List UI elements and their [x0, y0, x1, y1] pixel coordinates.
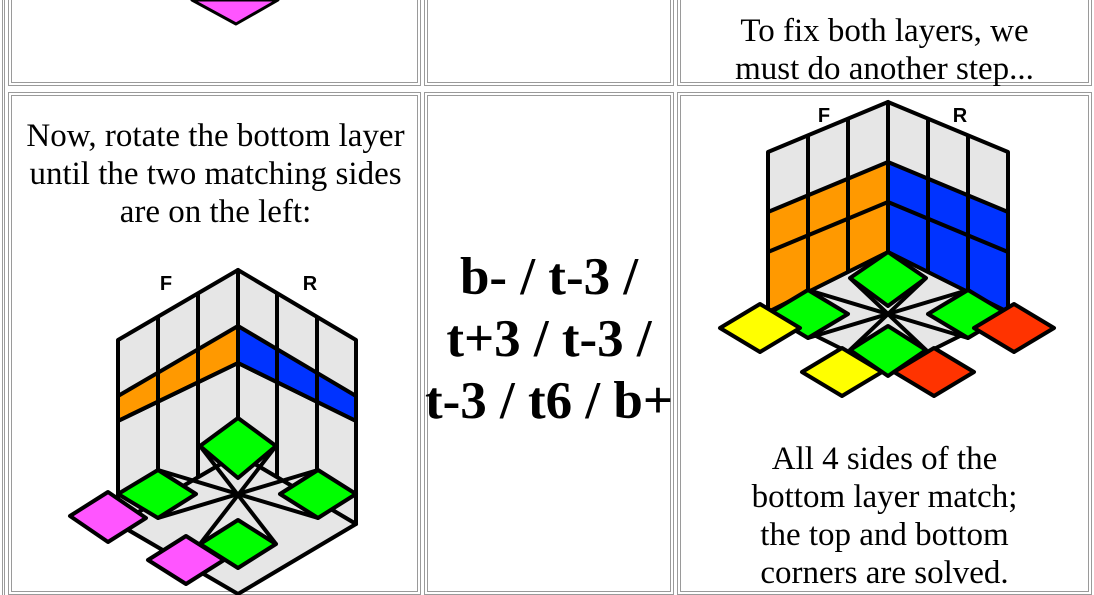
- caption-line: All 4 sides of the: [771, 441, 998, 477]
- caption-line: the top and bottom: [760, 517, 1009, 553]
- instruction-line: Now, rotate the bottom layer: [26, 118, 405, 154]
- cell-top-left: [8, 0, 421, 86]
- instruction-line: until the two matching sides: [29, 156, 402, 192]
- yellow-sticker: [718, 302, 802, 354]
- front-face-label: F: [160, 273, 172, 295]
- caption-line: must do another step...: [735, 51, 1034, 87]
- cube-diagram-before: F R: [68, 268, 358, 595]
- cell-top-right: [677, 0, 1092, 86]
- move-line: t+3 / t-3 /: [446, 310, 652, 368]
- cell-top-middle: [424, 0, 674, 86]
- move-line: b- / t-3 /: [459, 248, 639, 306]
- right-face-label: R: [953, 105, 968, 127]
- green-sticker: [278, 468, 358, 520]
- result-caption: All 4 sides of the bottom layer match; t…: [677, 440, 1092, 592]
- right-face-label: R: [303, 273, 318, 295]
- red-sticker: [892, 346, 976, 398]
- magenta-sticker: [190, 0, 280, 26]
- partial-cube-diagram: [190, 0, 280, 26]
- green-sticker: [198, 416, 278, 480]
- top-right-caption: To fix both layers, we must do another s…: [677, 12, 1092, 88]
- magenta-sticker: [146, 534, 226, 586]
- caption-line: bottom layer match;: [751, 479, 1018, 515]
- move-sequence: b- / t-3 / t+3 / t-3 / t-3 / t6 / b+: [424, 246, 674, 432]
- magenta-sticker: [68, 490, 148, 544]
- caption-line: corners are solved.: [760, 555, 1009, 591]
- green-sticker: [848, 324, 928, 378]
- table-outer-border: [2, 0, 5, 595]
- cube-diagram-after: F R: [718, 100, 1056, 398]
- move-line: t-3 / t6 / b+: [424, 372, 674, 430]
- green-sticker: [848, 250, 928, 308]
- red-sticker: [972, 302, 1056, 354]
- front-face-label: F: [818, 105, 830, 127]
- instruction-line: are on the left:: [119, 194, 312, 230]
- instruction-text: Now, rotate the bottom layer until the t…: [8, 117, 423, 231]
- yellow-sticker: [800, 346, 884, 398]
- green-sticker: [116, 468, 198, 520]
- caption-line: To fix both layers, we: [740, 13, 1029, 49]
